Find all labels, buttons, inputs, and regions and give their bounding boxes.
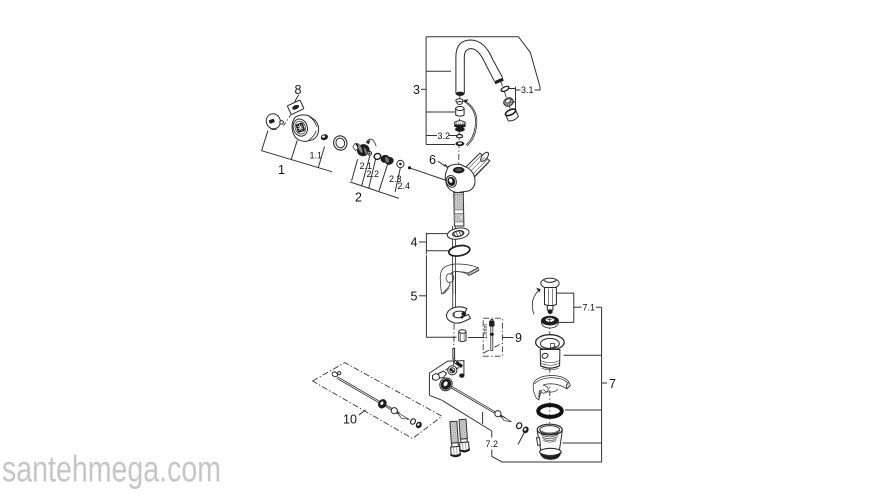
svg-text:13mm: 13mm <box>483 324 489 339</box>
svg-text:1.1: 1.1 <box>310 151 323 161</box>
svg-text:2.2: 2.2 <box>367 169 380 179</box>
svg-text:3.2: 3.2 <box>438 131 451 141</box>
svg-text:2.4: 2.4 <box>398 181 411 191</box>
svg-text:2.3: 2.3 <box>389 174 402 184</box>
svg-text:1: 1 <box>278 163 285 177</box>
svg-text:3.1: 3.1 <box>521 85 534 95</box>
svg-text:2.1: 2.1 <box>360 161 373 171</box>
svg-text:5: 5 <box>411 290 418 304</box>
svg-text:6: 6 <box>429 153 436 167</box>
svg-text:10: 10 <box>343 413 357 427</box>
svg-text:7.2: 7.2 <box>486 439 499 449</box>
svg-text:8: 8 <box>295 83 302 97</box>
svg-text:3: 3 <box>413 83 420 97</box>
svg-text:7.1: 7.1 <box>583 303 596 313</box>
svg-text:7: 7 <box>609 377 616 391</box>
svg-text:9: 9 <box>515 331 522 345</box>
svg-text:santehmega.com: santehmega.com <box>2 449 221 490</box>
svg-text:2: 2 <box>355 191 362 205</box>
svg-text:4: 4 <box>411 236 418 250</box>
